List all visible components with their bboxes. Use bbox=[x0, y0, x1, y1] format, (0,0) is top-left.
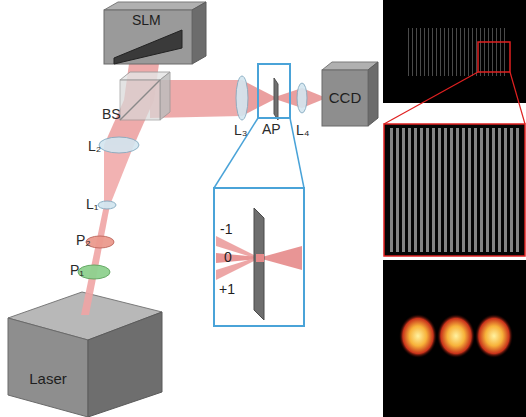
laser-beam bbox=[81, 205, 110, 315]
diffraction-spot bbox=[437, 314, 475, 358]
part-label: +1 bbox=[219, 281, 235, 297]
lens-l2 bbox=[99, 137, 139, 153]
part-label: L₃ bbox=[234, 122, 248, 138]
diffraction-spot bbox=[475, 314, 513, 358]
part-label: SLM bbox=[132, 12, 161, 28]
part-label: L₂ bbox=[88, 138, 101, 154]
beam-splitter-diagonal bbox=[120, 80, 160, 120]
part-label: BS bbox=[102, 106, 121, 122]
inset-frame bbox=[214, 188, 304, 326]
expanding-beam bbox=[104, 145, 134, 205]
beam-splitter-front bbox=[120, 80, 160, 120]
lens-l3 bbox=[236, 76, 248, 120]
ccd-side-face bbox=[368, 62, 378, 126]
zoom-marker bbox=[258, 64, 290, 118]
zoom-leader bbox=[214, 118, 258, 188]
far-field-image bbox=[383, 260, 526, 417]
order-beam bbox=[216, 257, 258, 280]
zoom-leader bbox=[384, 72, 478, 124]
zoom-leader bbox=[510, 72, 525, 124]
slm-side-face bbox=[192, 2, 206, 64]
slm-top-face bbox=[104, 2, 206, 10]
beam-splitter-side bbox=[160, 72, 170, 120]
lens-l4 bbox=[297, 83, 307, 113]
laser-front-face bbox=[8, 318, 88, 417]
laser-side-face bbox=[88, 312, 162, 417]
part-label: P₂ bbox=[76, 232, 91, 248]
diffraction-spot bbox=[399, 314, 437, 358]
part-label: AP bbox=[262, 121, 281, 137]
component-box: CCD bbox=[322, 86, 368, 108]
part-label: L₁ bbox=[86, 196, 99, 212]
fringe-pattern bbox=[405, 28, 505, 76]
lens-l1 bbox=[98, 201, 116, 209]
aperture-hole bbox=[256, 254, 264, 262]
transmitted-beam bbox=[262, 246, 302, 270]
aperture-plate-zoom bbox=[254, 208, 264, 320]
fringe-pattern bbox=[388, 128, 521, 252]
component-box: Laser bbox=[12, 366, 84, 390]
slm-panel bbox=[114, 30, 182, 64]
zoomed-image bbox=[384, 124, 525, 256]
component-name: CCD bbox=[329, 89, 362, 106]
part-label: -1 bbox=[220, 221, 232, 237]
zoom-marker bbox=[478, 42, 510, 72]
aperture-plate bbox=[274, 78, 278, 120]
ccd-front-face bbox=[322, 70, 368, 126]
ccd-image bbox=[383, 0, 526, 103]
part-label: L₄ bbox=[296, 122, 310, 138]
part-label: P₁ bbox=[70, 262, 84, 278]
slm-front-face bbox=[104, 10, 192, 64]
component-name: Laser bbox=[29, 370, 67, 387]
part-label: 0 bbox=[224, 249, 232, 265]
